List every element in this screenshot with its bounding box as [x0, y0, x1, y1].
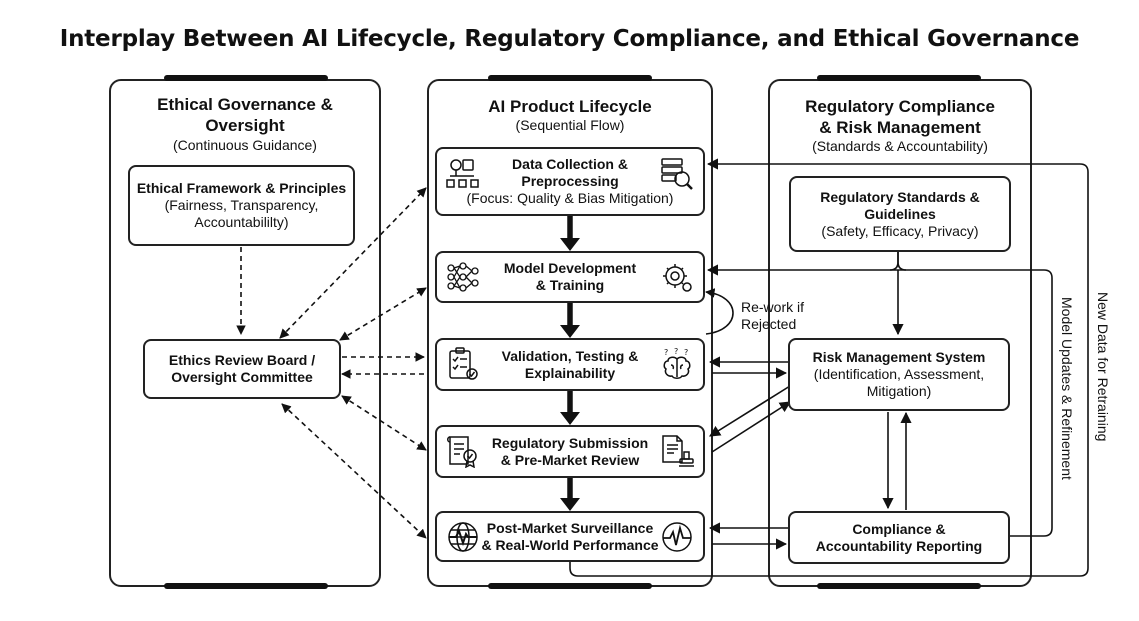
step-regulatory-submission: Regulatory Submission & Pre-Market Revie… — [435, 425, 705, 478]
board-data-arrow — [279, 187, 427, 339]
rework-loop-arrow — [705, 288, 734, 335]
board-model-arrow — [339, 287, 427, 341]
submission-to-risk-arrow — [711, 401, 791, 453]
model-updates-label: Model Updates & Refinement — [1059, 297, 1075, 480]
ethics-review-board-box: Ethics Review Board / Oversight Committe… — [143, 339, 341, 399]
heartbeat-icon — [662, 522, 692, 552]
step-model-development: Model Development & Training — [435, 251, 705, 303]
ethical-framework-title: Ethical Framework & Principles — [136, 180, 347, 196]
step-data-collection: Data Collection & Preprocessing (Focus: … — [435, 147, 705, 216]
step-validation: Validation, Testing & Explainability — [435, 338, 705, 391]
step-data-collection-detail: (Focus: Quality & Bias Mitigation) — [466, 190, 674, 206]
regulatory-top-bar — [817, 75, 981, 81]
board-submission-arrow — [341, 395, 427, 451]
lifecycle-panel-title: AI Product Lifecycle — [488, 97, 652, 116]
gear-cycle-icon — [663, 264, 692, 292]
step-post-market: Post-Market Surveillance & Real-World Pe… — [435, 511, 705, 562]
svg-text:?: ? — [664, 348, 668, 357]
lifecycle-bottom-bar — [488, 583, 652, 589]
rework-label: Re-work if Rejected — [741, 299, 805, 332]
regulatory-panel-title: Regulatory Compliance & Risk Management — [805, 97, 995, 137]
board-postmarket-arrow — [281, 403, 427, 539]
new-data-loop — [569, 158, 1089, 577]
globe-pulse-icon — [448, 522, 478, 552]
ethics-top-bar — [164, 75, 328, 81]
svg-text:?: ? — [674, 347, 678, 356]
ethical-framework-box: Ethical Framework & Principles (Fairness… — [128, 165, 355, 246]
data-search-icon — [661, 158, 693, 190]
ethics-bottom-bar — [164, 583, 328, 589]
regulatory-panel-subtitle: (Standards & Accountability) — [812, 138, 988, 154]
data-flow-icon — [446, 159, 479, 188]
regulatory-bottom-bar — [817, 583, 981, 589]
new-data-label: New Data for Retraining — [1095, 292, 1111, 442]
risk-management-box: Risk Management System (Identification, … — [788, 338, 1010, 411]
risk-to-submission-arrow — [709, 385, 791, 437]
step-validation-title: Validation, Testing & Explainability — [501, 347, 639, 381]
ethics-panel-title: Ethical Governance & Oversight — [157, 95, 333, 135]
step-post-market-title: Post-Market Surveillance & Real-World Pe… — [481, 519, 659, 553]
risk-management-detail: (Identification, Assessment, Mitigation) — [813, 366, 985, 399]
lifecycle-panel-subtitle: (Sequential Flow) — [515, 117, 625, 133]
regulatory-standards-detail: (Safety, Efficacy, Privacy) — [821, 222, 979, 239]
ethical-framework-detail: (Fairness, Transparency, Accountabililty… — [164, 197, 319, 230]
model-updates-loop — [706, 264, 1053, 537]
brain-question-icon: ? ? ? — [663, 347, 691, 379]
certificate-icon — [447, 436, 477, 468]
lifecycle-top-bar — [488, 75, 652, 81]
svg-text:?: ? — [684, 348, 688, 357]
risk-management-title: Risk Management System — [812, 349, 986, 365]
checklist-icon — [449, 347, 478, 380]
ethics-review-board-title: Ethics Review Board / Oversight Committe… — [168, 352, 316, 385]
ethics-panel-subtitle: (Continuous Guidance) — [173, 137, 317, 153]
compliance-reporting-title: Compliance & Accountability Reporting — [815, 520, 983, 554]
regulatory-standards-title: Regulatory Standards & Guidelines — [820, 188, 980, 222]
diagram-title: Interplay Between AI Lifecycle, Regulato… — [59, 26, 1080, 52]
step-regulatory-submission-title: Regulatory Submission & Pre-Market Revie… — [491, 434, 649, 468]
compliance-reporting-box: Compliance & Accountability Reporting — [788, 511, 1010, 564]
stamped-document-icon — [662, 435, 694, 467]
neural-network-icon — [447, 262, 479, 292]
step-model-development-title: Model Development & Training — [503, 260, 637, 293]
regulatory-standards-box: Regulatory Standards & Guidelines (Safet… — [789, 176, 1011, 252]
step-data-collection-title: Data Collection & Preprocessing — [512, 156, 628, 189]
